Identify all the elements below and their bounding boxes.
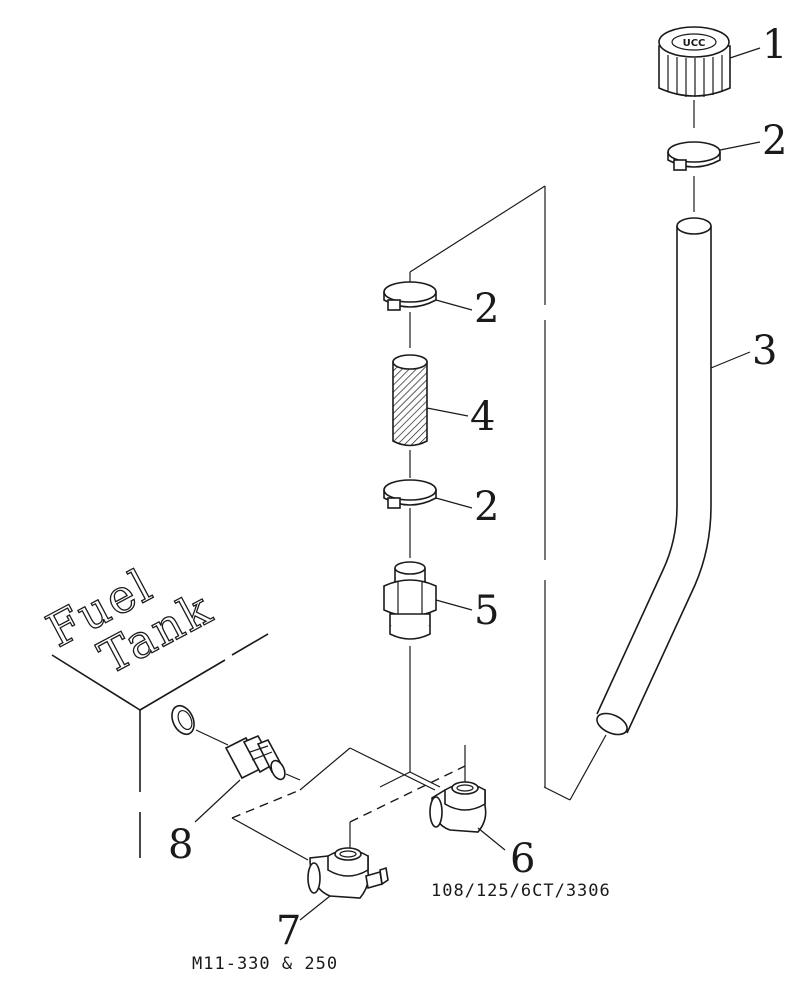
o-ring	[171, 704, 195, 736]
elbow-fitting-7	[307, 847, 389, 899]
elbow-fitting-6	[429, 781, 487, 833]
hose-clamp-middle	[383, 281, 437, 311]
model-label-7: M11-330 & 250	[192, 954, 338, 974]
callout-1: 1	[762, 22, 787, 68]
mounting-outline	[231, 745, 466, 861]
callout-8: 8	[168, 822, 193, 868]
hose-clamp-lower	[383, 479, 437, 509]
leader-lines	[194, 47, 761, 921]
callout-2-middle: 2	[474, 286, 499, 332]
callout-4: 4	[470, 394, 495, 440]
callout-2-lower: 2	[474, 484, 499, 530]
model-label-6: 108/125/6CT/3306	[431, 881, 611, 901]
hose-clamp-top	[667, 141, 721, 171]
callout-7: 7	[276, 908, 301, 954]
hex-adapter	[383, 561, 437, 640]
callout-2-top: 2	[762, 118, 787, 164]
callout-5: 5	[474, 588, 499, 634]
rubber-hose	[392, 354, 428, 447]
cap-logo: UCC	[683, 38, 706, 49]
threaded-fitting	[224, 734, 286, 781]
callout-3: 3	[752, 328, 777, 374]
callout-6: 6	[510, 836, 535, 882]
filler-tube	[596, 217, 712, 736]
filler-cap: UCC	[658, 26, 731, 97]
fuel-tank: Fuel Tank	[37, 557, 269, 858]
